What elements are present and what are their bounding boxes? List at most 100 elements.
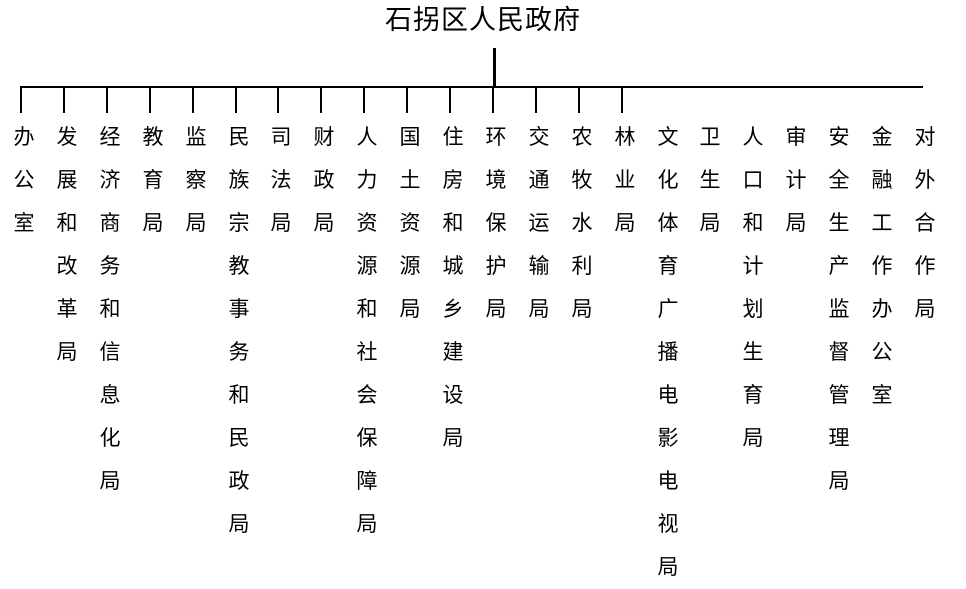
org-node-8[interactable]: 财政局 [309, 116, 339, 245]
org-node-label-char: 建 [442, 340, 464, 364]
org-node-label-char: 司 [270, 125, 292, 149]
org-node-label-char: 资 [356, 211, 378, 235]
org-node-label-char: 局 [485, 297, 507, 321]
org-node-19[interactable]: 审计局 [781, 116, 811, 245]
org-node-label-char: 对 [914, 125, 936, 149]
org-node-label-char: 改 [56, 254, 78, 278]
org-node-label-char: 和 [99, 297, 121, 321]
org-node-label-char: 局 [442, 426, 464, 450]
org-node-label-char: 育 [742, 383, 764, 407]
org-node-label-char: 护 [485, 254, 507, 278]
org-node-20[interactable]: 安全生产监督管理局 [824, 116, 854, 503]
org-node-label-char: 源 [399, 254, 421, 278]
drop-line-connector [192, 86, 194, 113]
org-node-12[interactable]: 环境保护局 [481, 116, 511, 331]
drop-line-connector [20, 86, 22, 113]
org-node-label-char: 和 [442, 211, 464, 235]
org-node-label-char: 源 [356, 254, 378, 278]
org-node-label-char: 人 [742, 125, 764, 149]
root-stem-connector [493, 48, 496, 86]
org-node-label-char: 和 [56, 211, 78, 235]
org-node-label-char: 卫 [699, 125, 721, 149]
org-node-label-char: 务 [228, 340, 250, 364]
org-node-label-char: 和 [742, 211, 764, 235]
org-node-15[interactable]: 林业局 [610, 116, 640, 245]
org-node-14[interactable]: 农牧水利局 [567, 116, 597, 331]
org-node-7[interactable]: 司法局 [266, 116, 296, 245]
org-node-label-char: 办 [13, 125, 35, 149]
org-node-18[interactable]: 人口和计划生育局 [738, 116, 768, 460]
org-node-5[interactable]: 监察局 [181, 116, 211, 245]
org-node-label-char: 房 [442, 168, 464, 192]
org-node-label-char: 林 [614, 125, 636, 149]
org-node-label-char: 城 [442, 254, 464, 278]
org-node-label-char: 水 [571, 211, 593, 235]
org-node-label-char: 局 [742, 426, 764, 450]
org-node-label-char: 局 [614, 211, 636, 235]
org-node-label-char: 保 [356, 426, 378, 450]
org-node-16[interactable]: 文化体育广播电影电视局 [653, 116, 683, 589]
org-node-label-char: 局 [699, 211, 721, 235]
org-node-label-char: 体 [657, 211, 679, 235]
org-node-label-char: 和 [228, 383, 250, 407]
org-node-label-char: 口 [742, 168, 764, 192]
org-node-13[interactable]: 交通运输局 [524, 116, 554, 331]
drop-line-connector [149, 86, 151, 113]
drop-line-connector [106, 86, 108, 113]
org-node-9[interactable]: 人力资源和社会保障局 [352, 116, 382, 546]
org-node-label-char: 广 [657, 297, 679, 321]
org-node-11[interactable]: 住房和城乡建设局 [438, 116, 468, 460]
drop-line-connector [277, 86, 279, 113]
org-node-17[interactable]: 卫生局 [695, 116, 725, 245]
drop-line-connector [621, 86, 623, 113]
org-node-label-char: 保 [485, 211, 507, 235]
org-node-6[interactable]: 民族宗教事务和民政局 [224, 116, 254, 546]
org-node-label-char: 工 [871, 211, 893, 235]
org-node-label-char: 局 [142, 211, 164, 235]
org-node-label-char: 会 [356, 383, 378, 407]
org-node-label-char: 宗 [228, 211, 250, 235]
org-node-label-char: 督 [828, 340, 850, 364]
org-node-label-char: 化 [99, 426, 121, 450]
org-node-label-char: 播 [657, 340, 679, 364]
org-node-label-char: 局 [828, 469, 850, 493]
org-node-22[interactable]: 对外合作局 [910, 116, 940, 331]
org-node-label-char: 息 [99, 383, 121, 407]
drop-line-connector [320, 86, 322, 113]
org-node-21[interactable]: 金融工作办公室 [867, 116, 897, 417]
org-node-2[interactable]: 发展和改革局 [52, 116, 82, 374]
org-node-label-char: 发 [56, 125, 78, 149]
org-node-1[interactable]: 办公室 [9, 116, 39, 245]
org-node-label-char: 局 [657, 555, 679, 579]
org-node-label-char: 划 [742, 297, 764, 321]
org-node-label-char: 教 [142, 125, 164, 149]
org-node-label-char: 育 [142, 168, 164, 192]
org-node-label-char: 局 [270, 211, 292, 235]
drop-line-connector [235, 86, 237, 113]
drop-line-connector [578, 86, 580, 113]
trunk-bar-connector [20, 86, 923, 88]
org-node-label-char: 务 [99, 254, 121, 278]
org-node-3[interactable]: 经济商务和信息化局 [95, 116, 125, 503]
org-node-label-char: 办 [871, 297, 893, 321]
org-node-label-char: 教 [228, 254, 250, 278]
drop-line-connector [63, 86, 65, 113]
org-node-label-char: 交 [528, 125, 550, 149]
org-node-label-char: 化 [657, 168, 679, 192]
org-node-label-char: 局 [99, 469, 121, 493]
org-node-label-char: 金 [871, 125, 893, 149]
org-node-label-char: 设 [442, 383, 464, 407]
org-node-label-char: 利 [571, 254, 593, 278]
org-node-label-char: 局 [914, 297, 936, 321]
org-node-10[interactable]: 国土资源局 [395, 116, 425, 331]
org-node-label-char: 产 [828, 254, 850, 278]
org-node-label-char: 通 [528, 168, 550, 192]
org-node-label-char: 计 [742, 254, 764, 278]
org-node-label-char: 视 [657, 512, 679, 536]
org-node-label-char: 融 [871, 168, 893, 192]
org-node-label-char: 环 [485, 125, 507, 149]
org-node-label-char: 和 [356, 297, 378, 321]
org-node-label-char: 室 [13, 211, 35, 235]
org-node-label-char: 政 [313, 168, 335, 192]
org-node-4[interactable]: 教育局 [138, 116, 168, 245]
